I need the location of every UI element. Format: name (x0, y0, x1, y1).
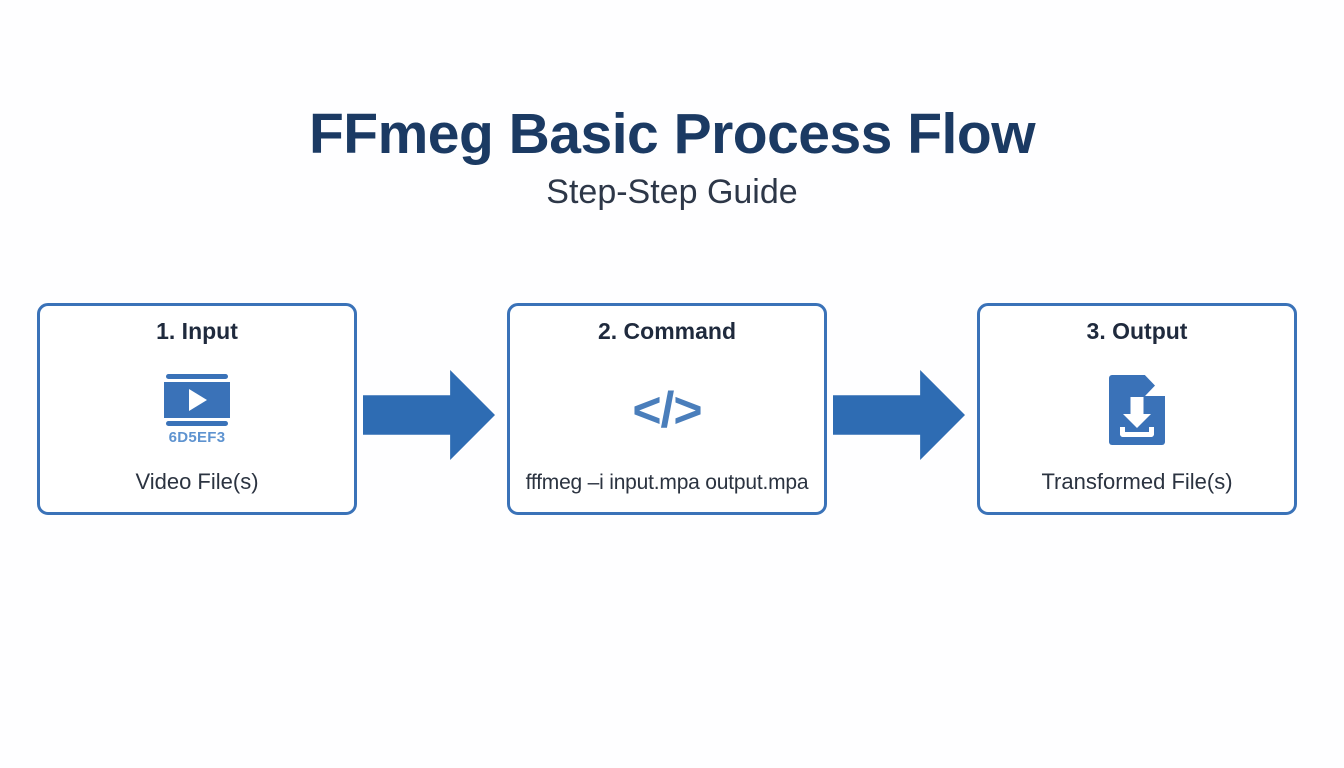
step-box-input[interactable]: 1. Input 6D5EF3 Video File(s) (37, 303, 357, 515)
step-caption-output: Transformed File(s) (1041, 469, 1233, 494)
arrow-command-to-output-icon (833, 370, 965, 460)
file-download-icon (1109, 375, 1165, 445)
video-screen (164, 382, 230, 418)
step-title-command: 2. Command (597, 318, 737, 344)
step-icon-command: </> (510, 364, 824, 456)
step-box-command[interactable]: 2. Command </> fffmeg –i input.mpa outpu… (507, 303, 827, 515)
arrow-shape (833, 370, 965, 460)
step-title-output: 3. Output (1086, 318, 1188, 344)
arrow-input-to-command-icon (363, 370, 495, 460)
step-icon-output (980, 364, 1294, 456)
step-caption-input: Video File(s) (135, 469, 259, 494)
download-arrow-stem (1130, 397, 1144, 416)
play-triangle-icon (189, 389, 208, 411)
page-subtitle: Step-Step Guide (546, 173, 798, 211)
step-title-input: 1. Input (156, 318, 238, 344)
download-tray (1120, 426, 1154, 437)
video-bar-bottom (166, 421, 228, 426)
step-caption-command: fffmeg –i input.mpa output.mpa (525, 471, 809, 494)
video-file-icon (164, 374, 230, 426)
page-title: FFmeg Basic Process Flow (308, 102, 1036, 166)
step-box-output[interactable]: 3. Output Transformed File(s) (977, 303, 1297, 515)
arrow-shape (363, 370, 495, 460)
step-icon-input: 6D5EF3 (40, 364, 354, 456)
download-arrow-head (1123, 414, 1151, 429)
video-icon-hex-label: 6D5EF3 (168, 429, 226, 446)
video-bar-top (166, 374, 228, 379)
code-brackets-icon: </> (632, 382, 702, 438)
